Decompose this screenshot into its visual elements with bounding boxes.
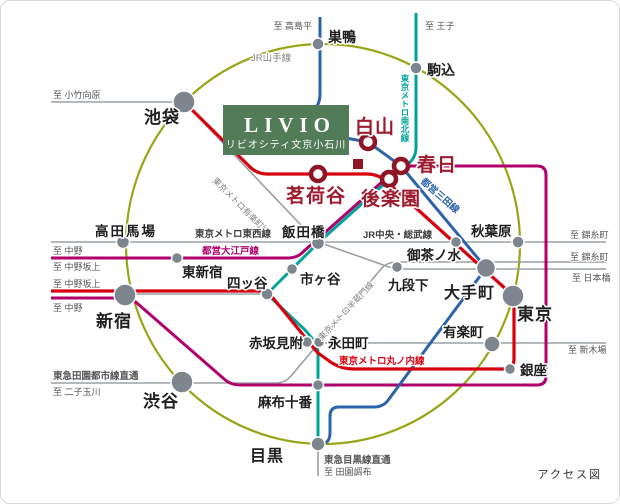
terminal-kinshicho-sobu: 至 錦糸町 [570, 229, 609, 240]
station-dot-takadanobaba [115, 234, 131, 250]
station-label-korakuen: 後楽園 [361, 187, 421, 210]
tozai-line-label: 東京メトロ東西線 [194, 228, 272, 240]
oedo-line-label: 都営大江戸線 [201, 245, 260, 257]
station-dot-akihabara [511, 235, 525, 249]
terminal-nihombashi: 至 日本橋 [572, 272, 611, 283]
station-label-azabujuban: 麻布十番 [257, 394, 312, 410]
station-dot-shibuya [170, 370, 194, 394]
terminal-nakano-tozai: 至 中野 [53, 245, 83, 256]
station-dot-yurakucho [483, 335, 501, 353]
station-dot-kudanshita [390, 260, 404, 274]
station-label-ikebukuro: 池袋 [144, 107, 180, 127]
station-dot-komagome [409, 61, 423, 75]
station-label-otemachi: 大手町 [444, 283, 495, 302]
station-dot-azabujuban [311, 378, 325, 392]
station-label-akasakamitsuke: 赤坂見附 [249, 335, 303, 351]
terminal-shinkiba: 至 新木場 [568, 344, 607, 355]
hanzomon-line-label: 東京メトロ半蔵門線 [316, 279, 376, 342]
station-dot-shinjuku [113, 283, 137, 307]
terminal-kinshicho-hanzomon: 至 錦糸町 [570, 251, 609, 262]
station-dot-ichigaya [285, 262, 299, 276]
station-dot-ikebukuro [172, 90, 196, 114]
property-logo: LIVIO リビオシティ文京小石川 [223, 105, 349, 155]
station-label-kudanshita: 九段下 [387, 277, 429, 293]
station-dot-otemachi [475, 257, 497, 279]
logo-name: LIVIO [244, 113, 336, 137]
terminal-futakotamagawa: 至 二子玉川 [53, 387, 101, 397]
terminal-nakano-oedo: 至 中野 [53, 302, 83, 313]
yamanote-line-label: JR山手線 [251, 52, 292, 64]
station-dot-higashishinjuku [170, 251, 184, 265]
denentoshi-line-label: 東急田園都市線直通 [52, 370, 139, 382]
station-label-ichigaya: 市ヶ谷 [300, 271, 341, 287]
namboku-line-label: 東京メトロ南北線 [400, 73, 410, 143]
terminal-denenchofu: 至 田園調布 [324, 466, 372, 477]
station-dot-meguro [310, 436, 326, 452]
station-label-iidabashi: 飯田橋 [281, 224, 326, 240]
station-label-ginza: 銀座 [520, 362, 548, 378]
property-location-marker [353, 159, 363, 169]
station-ring-myogadani [308, 164, 328, 184]
station-dot-ginza [503, 362, 517, 376]
station-label-hakusan: 白山 [355, 115, 395, 138]
marunouchi-line-label: 東京メトロ丸ノ内線 [338, 355, 425, 367]
station-label-higashishinjuku: 東新宿 [182, 264, 223, 280]
station-dot-iidabashi [310, 235, 326, 251]
station-dot-tokyo [501, 284, 525, 308]
terminal-nakanosakaue-marunouchi: 至 中野坂上 [53, 278, 101, 289]
map-caption: アクセス図 [538, 468, 602, 481]
terminal-kotakemukaihara: 至 小竹向原 [53, 89, 101, 100]
terminal-nakanosakaue-oedo: 至 中野坂上 [53, 261, 101, 272]
meguro-line-label: 東急目黒線直通 [323, 454, 391, 466]
station-ring-korakuen [379, 169, 399, 189]
station-label-komagome: 駒込 [427, 62, 455, 79]
station-label-nagatacho: 永田町 [328, 335, 369, 351]
station-dot-sugamo [311, 37, 325, 51]
station-dot-nagatacho [312, 335, 326, 349]
station-label-yotsuya: 四ッ谷 [227, 276, 268, 291]
station-label-takadanobaba: 高田馬場 [95, 223, 157, 239]
station-label-shinjuku: 新宿 [96, 311, 132, 331]
station-label-tokyo: 東京 [517, 304, 553, 324]
station-dot-akasakamitsuke [300, 335, 314, 349]
station-label-yurakucho: 有楽町 [443, 324, 484, 340]
station-label-ochanomizu: 御茶ノ水 [406, 247, 461, 263]
station-label-kasuga: 春日 [417, 153, 457, 176]
station-label-meguro: 目黒 [250, 447, 284, 465]
hanzomon-denentoshi-line [51, 261, 606, 384]
station-label-shibuya: 渋谷 [143, 391, 179, 411]
station-label-akihabara: 秋葉原 [471, 223, 512, 239]
chuo-sobu-line-label: JR中央・総武線 [363, 229, 433, 241]
station-dot-ochanomizu [449, 235, 463, 249]
logo-subtitle: リビオシティ文京小石川 [226, 138, 346, 151]
station-dot-yotsuya [260, 287, 274, 301]
station-ring-hakusan [358, 132, 378, 152]
station-ring-kasuga [391, 156, 411, 176]
terminal-takashimadaira: 至 高島平 [273, 20, 312, 31]
terminal-oji: 至 王子 [425, 21, 455, 31]
station-label-sugamo: 巣鴨 [327, 29, 356, 46]
station-label-myogadani: 茗荷谷 [286, 184, 346, 207]
